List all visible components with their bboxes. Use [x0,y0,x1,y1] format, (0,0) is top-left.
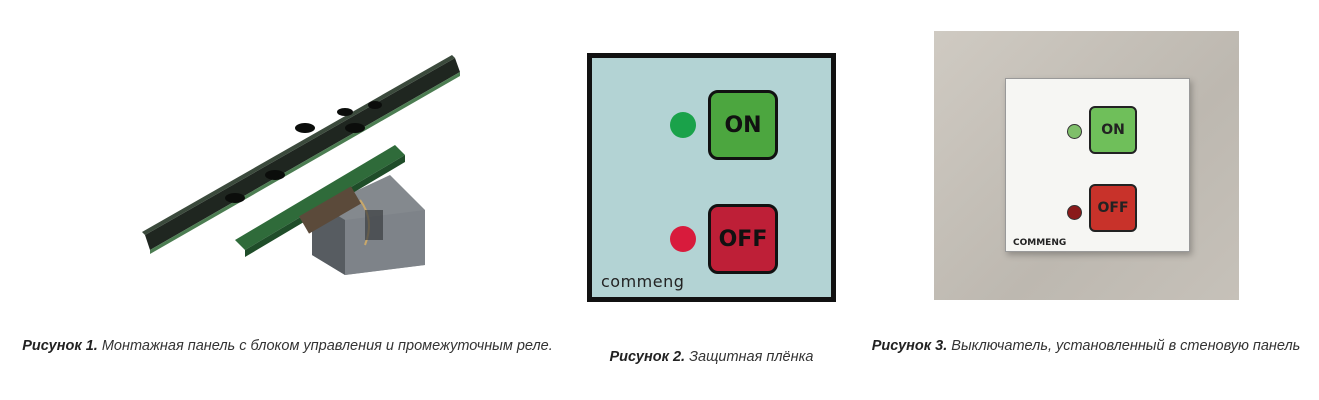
brand-logo: commeng [601,272,685,291]
off-button: OFF [1089,184,1137,232]
on-indicator-led [1067,124,1082,139]
figure-2-protective-film: ON OFF commeng [587,53,836,302]
on-button: ON [1089,106,1137,154]
figure-1-caption-label: Рисунок 1. [22,338,98,354]
figure-2-caption-label: Рисунок 2. [609,349,686,365]
figure-1-image [140,50,470,290]
figure-3-caption: Рисунок 3. Выключатель, установленный в … [870,335,1302,357]
off-indicator-led [1067,205,1082,220]
figure-1-caption-text: Монтажная панель с блоком управления и п… [97,338,553,354]
figure-2-caption-text: Защитная плёнка [685,349,814,365]
off-button: OFF [708,204,778,274]
figure-1-caption: Рисунок 1. Монтажная панель с блоком упр… [15,335,560,357]
on-button: ON [708,90,778,160]
on-indicator-led [670,112,696,138]
figure-3-wall-photo: ON OFF COMMENG [934,31,1239,300]
switch-plate: ON OFF COMMENG [1005,78,1190,252]
mounting-panel-illustration [142,55,460,275]
brand-logo: COMMENG [1013,238,1067,248]
off-indicator-led [670,226,696,252]
figure-2-caption: Рисунок 2. Защитная плёнка [587,346,836,368]
figure-3-caption-text: Выключатель, установленный в стеновую па… [947,338,1301,354]
figure-3-caption-label: Рисунок 3. [871,338,948,354]
